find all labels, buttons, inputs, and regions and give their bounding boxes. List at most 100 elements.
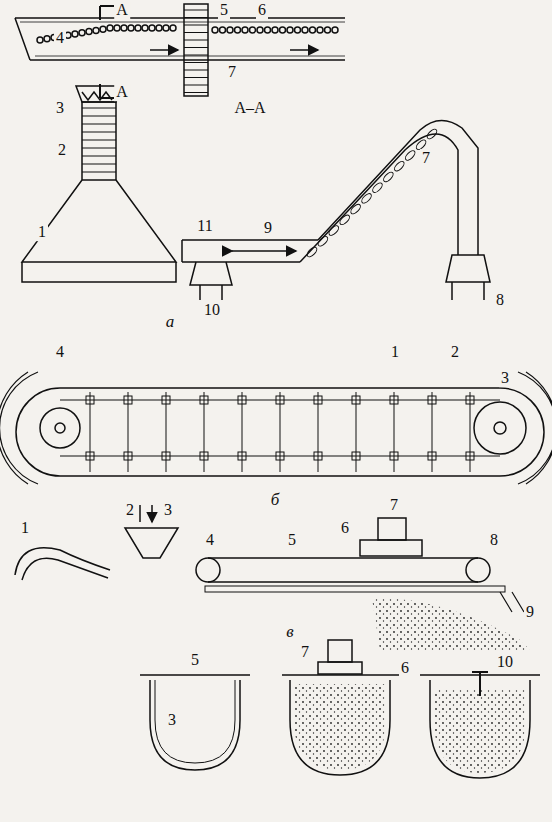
repeat-stroke xyxy=(352,396,360,404)
figure-letter: а xyxy=(164,313,177,332)
repeat-stroke xyxy=(142,25,148,31)
repeat-stroke xyxy=(227,27,233,33)
repeat-stroke xyxy=(82,140,116,141)
callout-number: 4 xyxy=(54,343,66,361)
repeat-stroke xyxy=(124,452,132,460)
repeat-stroke xyxy=(349,203,362,216)
repeat-stroke xyxy=(280,27,286,33)
repeat-stroke xyxy=(162,396,170,404)
repeat-stroke xyxy=(426,128,439,141)
repeat-stroke xyxy=(428,452,436,460)
repeat-stroke xyxy=(404,149,417,162)
repeat-stroke xyxy=(184,55,208,56)
repeat-stroke xyxy=(428,396,436,404)
repeat-stroke xyxy=(184,92,208,93)
figure-letter: б xyxy=(269,491,282,510)
callout-number: 11 xyxy=(195,217,214,235)
repeat-stroke xyxy=(184,77,208,78)
figure-letter: в xyxy=(284,623,295,642)
repeat-stroke xyxy=(352,452,360,460)
repeat-stroke xyxy=(162,452,170,460)
repeat-stroke xyxy=(149,25,155,31)
repeat-stroke xyxy=(393,160,406,173)
repeat-stroke xyxy=(184,10,208,11)
repeat-stroke xyxy=(238,396,246,404)
repeat-stroke xyxy=(250,27,256,33)
callout-number: 8 xyxy=(488,531,500,549)
repeat-stroke xyxy=(184,32,208,33)
repeat-stroke xyxy=(86,452,94,460)
callout-number: 1 xyxy=(36,223,48,241)
repeat-stroke xyxy=(360,192,373,205)
repeat-stroke xyxy=(220,27,226,33)
repeat-stroke xyxy=(170,25,176,31)
repeat-stroke xyxy=(325,27,331,33)
callout-number: 7 xyxy=(299,643,311,661)
repeat-stroke xyxy=(200,452,208,460)
repeat-stroke xyxy=(466,452,474,460)
callout-number: 4 xyxy=(204,531,216,549)
callout-number: 7 xyxy=(226,63,238,81)
repeat-stroke xyxy=(184,47,208,48)
repeat-stroke xyxy=(272,27,278,33)
callout-number: 3 xyxy=(499,369,511,387)
repeat-stroke xyxy=(82,116,116,117)
repeat-stroke xyxy=(72,31,78,37)
repeat-stroke xyxy=(200,396,208,404)
repeat-stroke xyxy=(156,25,162,31)
repeat-stroke xyxy=(86,29,92,35)
callout-number: 3 xyxy=(166,711,178,729)
repeat-stroke xyxy=(276,452,284,460)
callout-number: 7 xyxy=(420,149,432,167)
repeat-stroke xyxy=(212,27,218,33)
callout-number: 4 xyxy=(54,29,66,47)
callout-number: 2 xyxy=(449,343,461,361)
repeat-stroke xyxy=(82,172,116,173)
callout-number: 10 xyxy=(202,301,222,319)
repeat-stroke xyxy=(332,27,338,33)
repeat-stroke xyxy=(107,25,113,31)
repeat-stroke xyxy=(114,25,120,31)
repeat-stroke xyxy=(163,25,169,31)
repeat-stroke xyxy=(124,396,132,404)
repeat-stroke xyxy=(82,132,116,133)
callout-number: 9 xyxy=(524,603,536,621)
repeat-stroke xyxy=(37,37,43,43)
repeat-stroke xyxy=(82,124,116,125)
callout-number: 5 xyxy=(286,531,298,549)
repeat-stroke xyxy=(265,27,271,33)
callout-number: 6 xyxy=(256,1,268,19)
callout-number: 2 xyxy=(124,501,136,519)
repeat-stroke xyxy=(276,396,284,404)
callout-number: 6 xyxy=(339,519,351,537)
repeat-stroke xyxy=(86,396,94,404)
callout-number: 1 xyxy=(19,519,31,537)
callout-number: 10 xyxy=(495,653,515,671)
repeat-stroke xyxy=(302,27,308,33)
repeat-stroke xyxy=(184,40,208,41)
callout-number: А xyxy=(114,83,130,101)
repeat-stroke xyxy=(317,27,323,33)
repeat-stroke xyxy=(44,36,50,42)
callout-number: 3 xyxy=(54,99,66,117)
repeat-stroke xyxy=(128,25,134,31)
repeat-stroke xyxy=(314,396,322,404)
repeat-stroke xyxy=(135,25,141,31)
repeat-stroke xyxy=(184,62,208,63)
repeat-stroke xyxy=(327,224,340,237)
repeat-stroke xyxy=(184,25,208,26)
repeat-stroke xyxy=(287,27,293,33)
callout-number: 1 xyxy=(389,343,401,361)
repeat-stroke xyxy=(390,396,398,404)
callout-number: 7 xyxy=(388,496,400,514)
callout-number: 5 xyxy=(189,651,201,669)
repeat-stroke xyxy=(382,171,395,184)
repeat-stroke xyxy=(184,17,208,18)
repeat-stroke xyxy=(184,85,208,86)
repeat-stroke xyxy=(338,213,351,226)
repeat-stroke xyxy=(466,396,474,404)
repeat-stroke xyxy=(390,452,398,460)
repeat-stroke xyxy=(82,164,116,165)
